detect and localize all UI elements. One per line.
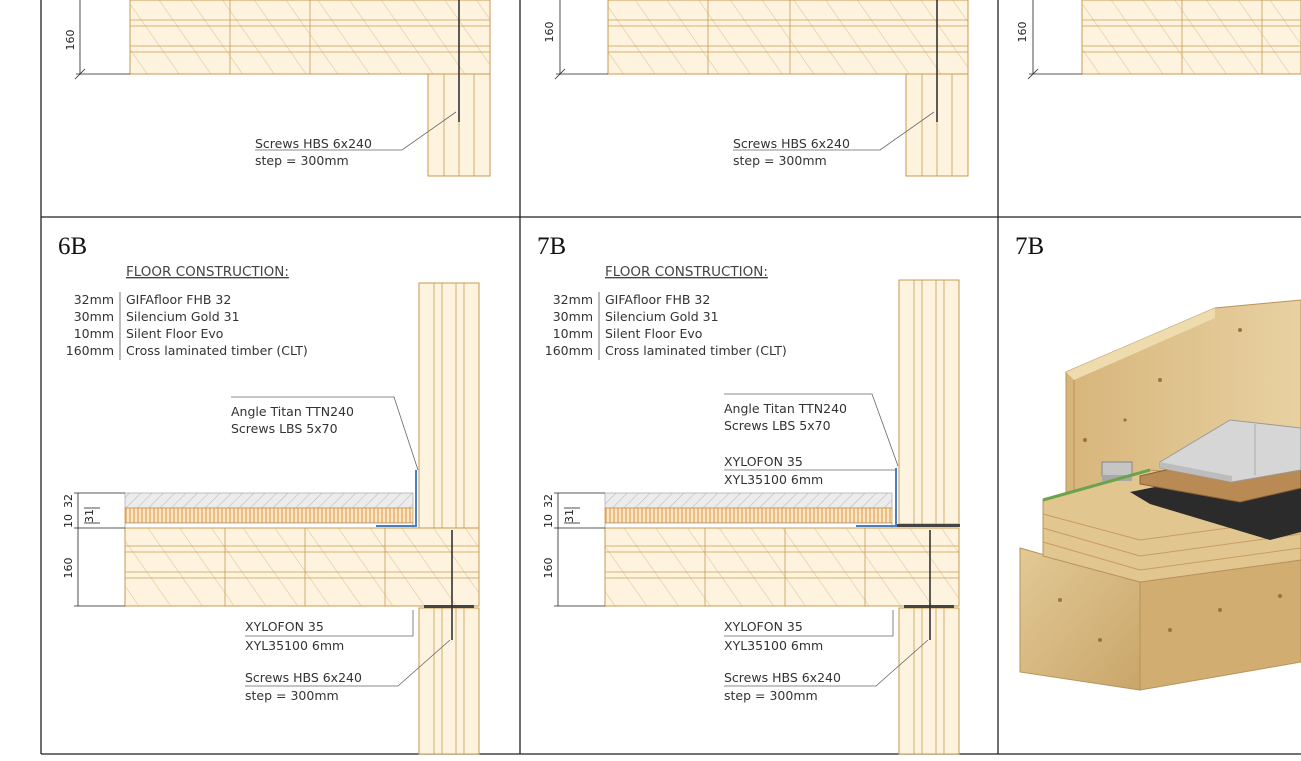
panel-title: 6B [58, 233, 87, 260]
clt-wall-lower [898, 607, 960, 755]
sheet-frame [40, 0, 1301, 755]
angle-screws-label: Screws LBS 5x70 [231, 421, 338, 436]
screw-label: Screws HBS 6x240 [733, 136, 850, 151]
layer-thickness: 30mm [553, 309, 593, 324]
layer-list: 32mm GIFAfloor FHB 32 30mm Silencium Gol… [545, 292, 787, 358]
dim-160: 160 [542, 558, 555, 579]
clt-wall-lower [418, 607, 480, 755]
xylofon-strip-upper [896, 524, 960, 527]
layer-material: Cross laminated timber (CLT) [126, 343, 308, 358]
layer-thickness: 160mm [66, 343, 114, 358]
silent-floor-layer [604, 522, 893, 529]
clt-wall-upper [418, 282, 480, 529]
screw-step: step = 300mm [245, 688, 339, 703]
top-detail-1: 160 Screws HBS 6x240 step = 300mm [64, 0, 491, 177]
xylofon-spec: XYL35100 6mm [245, 638, 344, 653]
angle-bracket [856, 468, 897, 527]
xylofon-spec: XYL35100 6mm [724, 638, 823, 653]
dim-32: 32 [62, 494, 75, 508]
dim-31: 31 [83, 509, 96, 523]
clt-wall-upper [898, 279, 960, 525]
layer-material: Silent Floor Evo [126, 326, 223, 341]
gifafloor-layer [124, 492, 414, 509]
dimension-chain: 32 31 10 160 [62, 492, 125, 607]
silencium-layer [604, 507, 893, 524]
layer-thickness: 30mm [74, 309, 114, 324]
layer-material: Silencium Gold 31 [605, 309, 719, 324]
layer-thickness: 32mm [553, 292, 593, 307]
silencium-layer [124, 507, 414, 524]
screw-step: step = 300mm [733, 153, 827, 168]
dim-160: 160 [543, 22, 556, 43]
xylofon-label: XYLOFON 35 [245, 619, 324, 634]
layer-list: 32mm GIFAfloor FHB 32 30mm Silencium Gol… [66, 292, 308, 358]
layer-thickness: 32mm [74, 292, 114, 307]
dim-32: 32 [542, 494, 555, 508]
dimension-chain: 32 31 10 160 [542, 492, 605, 607]
xylofon-strip [904, 605, 954, 608]
layer-thickness: 160mm [545, 343, 593, 358]
dim-10: 10 [542, 514, 555, 528]
silent-floor-layer [124, 522, 414, 529]
floor-construction-header: FLOOR CONSTRUCTION: [605, 264, 768, 280]
panel-6b: 6B FLOOR CONSTRUCTION: 32mm GIFAfloor FH… [58, 233, 480, 755]
clt-3d-render [1019, 299, 1301, 691]
layer-material: Silencium Gold 31 [126, 309, 240, 324]
screw-step: step = 300mm [724, 688, 818, 703]
layer-material: GIFAfloor FHB 32 [605, 292, 710, 307]
screw-label: Screws HBS 6x240 [724, 670, 841, 685]
dim-10: 10 [62, 514, 75, 528]
panel-7b-render: 7B [1015, 233, 1301, 691]
clt-slab [604, 527, 960, 607]
layer-material: Silent Floor Evo [605, 326, 702, 341]
dim-160: 160 [1016, 22, 1029, 43]
dim-160: 160 [62, 558, 75, 579]
angle-label: Angle Titan TTN240 [724, 401, 847, 416]
layer-material: Cross laminated timber (CLT) [605, 343, 787, 358]
angle-screws-label: Screws LBS 5x70 [724, 418, 831, 433]
dim-31: 31 [563, 509, 576, 523]
layer-thickness: 10mm [74, 326, 114, 341]
xylofon-upper-label: XYLOFON 35 [724, 454, 803, 469]
screw-label: Screws HBS 6x240 [255, 136, 372, 151]
xylofon-label: XYLOFON 35 [724, 619, 803, 634]
floor-construction-header: FLOOR CONSTRUCTION: [126, 264, 289, 280]
panel-7b-section: 7B FLOOR CONSTRUCTION: 32mm GIFAfloor FH… [537, 233, 960, 755]
xylofon-strip [424, 605, 474, 608]
angle-bracket [376, 470, 417, 527]
dim-160: 160 [64, 30, 77, 51]
angle-label: Angle Titan TTN240 [231, 404, 354, 419]
top-detail-2: 160 Screws HBS 6x240 step = 300mm [543, 0, 969, 177]
screw-step: step = 300mm [255, 153, 349, 168]
top-detail-3: 160 [1016, 0, 1301, 80]
gifafloor-layer [604, 492, 893, 509]
clt-slab [124, 527, 480, 607]
screw-label: Screws HBS 6x240 [245, 670, 362, 685]
layer-material: GIFAfloor FHB 32 [126, 292, 231, 307]
panel-title: 7B [537, 233, 566, 260]
xylofon-upper-spec: XYL35100 6mm [724, 472, 823, 487]
panel-title: 7B [1015, 233, 1044, 260]
layer-thickness: 10mm [553, 326, 593, 341]
